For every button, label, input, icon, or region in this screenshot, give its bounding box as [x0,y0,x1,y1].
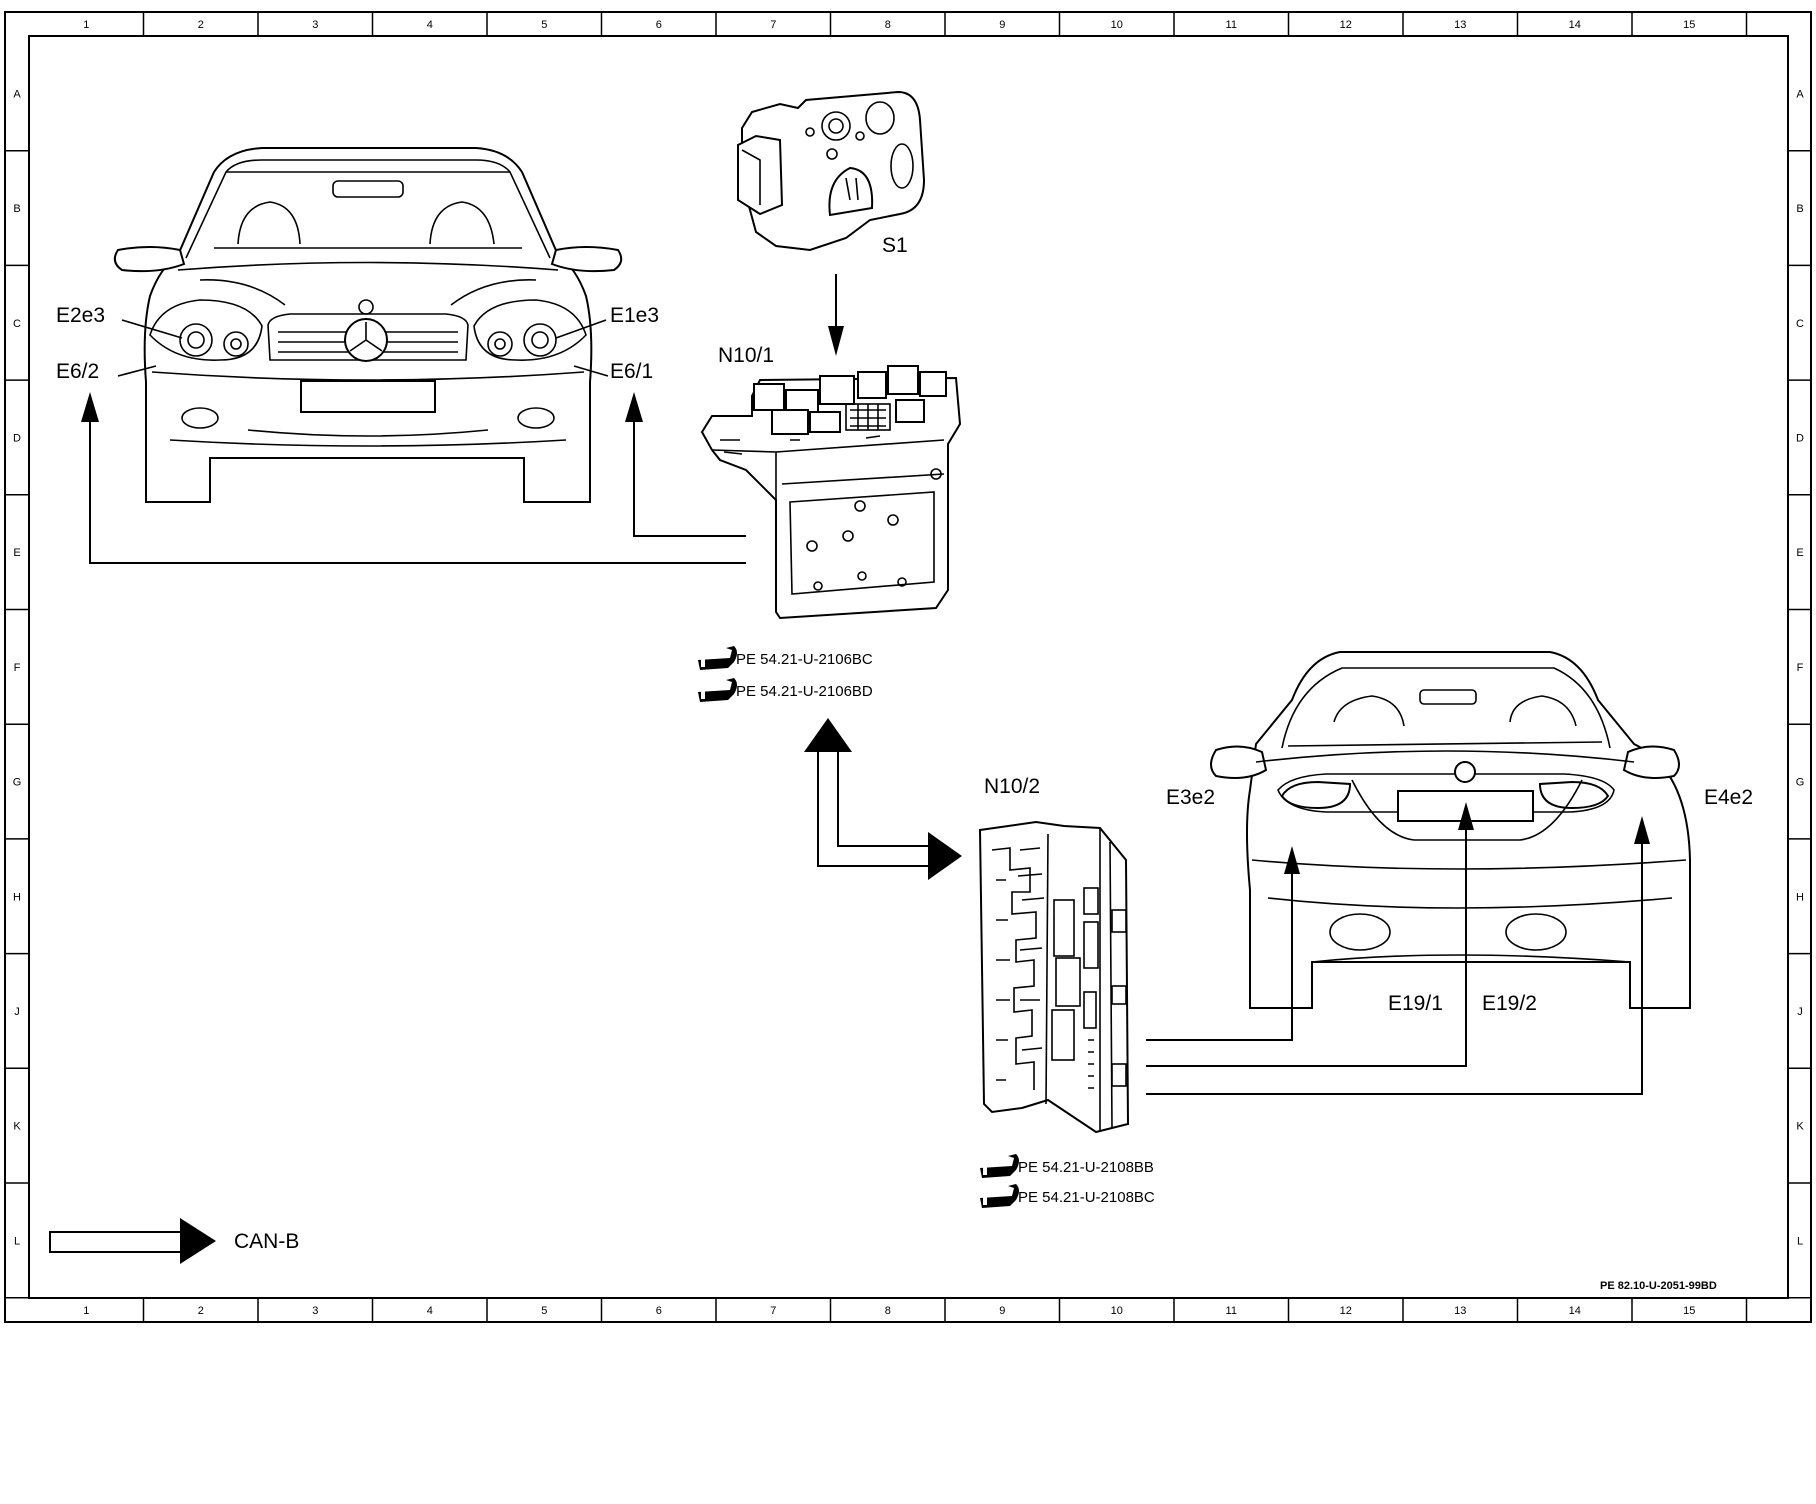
car-front-view [113,147,623,503]
grid-column-label: 8 [885,19,891,31]
grid-column-label: 6 [656,1305,662,1317]
drawing-frame [4,11,1812,1323]
label-e6-1: E6/1 [610,360,653,383]
label-e4e2: E4e2 [1704,786,1753,809]
leader-lines [117,319,609,377]
label-e3e2: E3e2 [1166,786,1215,809]
grid-row-label: F [1797,662,1804,674]
reference-hand-icon [698,678,737,702]
grid-column-label: 1 [83,1305,89,1317]
grid-column-label: 13 [1454,1305,1466,1317]
grid-row-label: C [13,318,21,330]
grid-row-label: G [1796,777,1805,789]
grid-row-label: J [14,1006,20,1018]
grid-row-label: K [13,1121,21,1133]
grid-column-label: 11 [1226,19,1237,31]
grid-row-label: A [1796,88,1804,100]
grid-column-label: 2 [198,19,204,31]
grid-column-label: 12 [1340,1305,1352,1317]
component-labels: S1 N10/1 N10/2 E2e3 E1e3 E6/2 E6/1 E3e2 … [56,234,1753,1292]
label-e2e3: E2e3 [56,304,105,327]
connection-lines [81,274,1650,1095]
label-e19-2: E19/2 [1482,992,1537,1015]
grid-row-label: H [13,891,21,903]
grid-row-label: D [1796,432,1804,444]
reference-hand-icon [980,1154,1019,1178]
reference-text: PE 54.21-U-2106BD [736,683,873,700]
grid-column-label: 3 [312,1305,318,1317]
grid-column-label: 5 [541,19,547,31]
grid-column-label: 2 [198,1305,204,1317]
grid-column-label: 7 [770,19,776,31]
reference-item[interactable]: PE 54.21-U-2106BD [698,678,873,702]
grid-column-label: 9 [999,1305,1005,1317]
reference-text: PE 54.21-U-2108BC [1018,1189,1155,1206]
grid-column-label: 13 [1454,19,1466,31]
grid-labels: 1122334455667788991010111112121313141415… [13,19,1805,1317]
reference-links: PE 54.21-U-2106BC PE 54.21-U-2106BD PE 5… [698,646,1155,1208]
reference-item[interactable]: PE 54.21-U-2108BB [980,1154,1154,1178]
grid-column-label: 6 [656,19,662,31]
grid-column-label: 14 [1569,19,1581,31]
label-can-b: CAN-B [234,1230,299,1253]
label-e1e3: E1e3 [610,304,659,327]
grid-column-label: 1 [83,19,89,31]
grid-column-label: 10 [1111,19,1123,31]
grid-ticks [5,12,1811,1322]
grid-row-label: F [14,662,21,674]
reference-text: PE 54.21-U-2108BB [1018,1159,1154,1176]
can-b-legend [49,1218,216,1264]
label-s1: S1 [882,234,908,257]
grid-column-label: 15 [1683,1305,1695,1317]
grid-column-label: 15 [1683,19,1695,31]
grid-row-label: A [13,88,21,100]
grid-row-label: C [1796,318,1804,330]
grid-row-label: K [1796,1121,1804,1133]
rear-sam-module [978,820,1130,1134]
grid-row-label: J [1797,1006,1803,1018]
grid-row-label: H [1796,891,1804,903]
grid-column-label: 11 [1226,1305,1237,1317]
front-sam-module [700,365,962,620]
reference-hand-icon [980,1184,1019,1208]
car-rear-view [1210,651,1691,1009]
grid-row-label: E [13,547,20,559]
label-e6-2: E6/2 [56,360,99,383]
grid-column-label: 9 [999,19,1005,31]
light-switch-s1 [737,90,926,252]
grid-column-label: 5 [541,1305,547,1317]
grid-column-label: 8 [885,1305,891,1317]
reference-text: PE 54.21-U-2106BC [736,651,873,668]
grid-column-label: 4 [427,19,433,31]
grid-column-label: 7 [770,1305,776,1317]
grid-column-label: 10 [1111,1305,1123,1317]
grid-row-label: L [1797,1235,1803,1247]
grid-column-label: 3 [312,19,318,31]
grid-row-label: L [14,1235,20,1247]
reference-hand-icon [698,646,737,670]
grid-column-label: 14 [1569,1305,1581,1317]
grid-column-label: 12 [1340,19,1352,31]
grid-row-label: B [1796,203,1803,215]
grid-row-label: E [1796,547,1803,559]
grid-row-label: D [13,432,21,444]
label-n10-2: N10/2 [984,775,1040,798]
label-e19-1: E19/1 [1388,992,1443,1015]
document-number: PE 82.10-U-2051-99BD [1600,1280,1717,1292]
grid-row-label: B [13,203,20,215]
label-n10-1: N10/1 [718,344,774,367]
grid-column-label: 4 [427,1305,433,1317]
reference-item[interactable]: PE 54.21-U-2106BC [698,646,873,670]
grid-row-label: G [13,777,22,789]
reference-item[interactable]: PE 54.21-U-2108BC [980,1184,1155,1208]
